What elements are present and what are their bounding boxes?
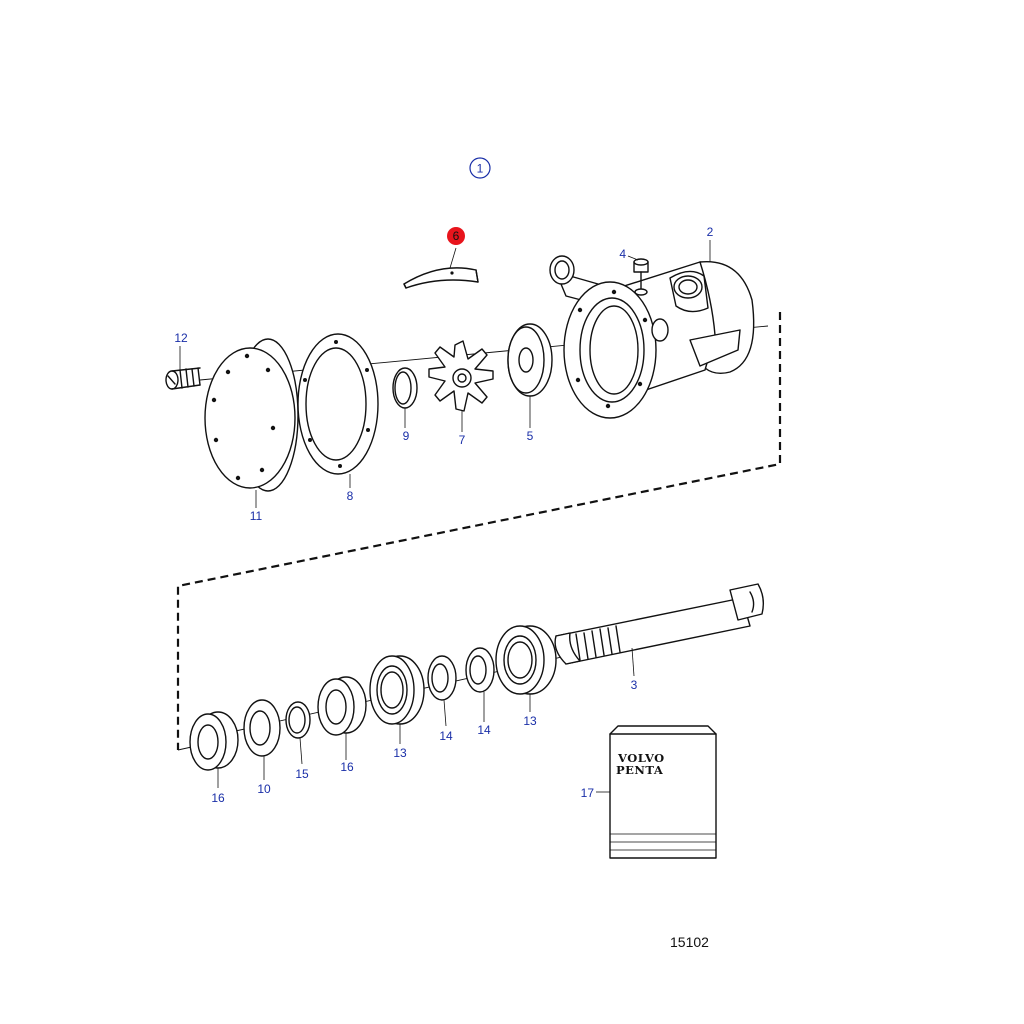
part-label: 4 [619,247,626,261]
ball-bearing [369,655,425,725]
spacer-ring [465,647,495,693]
group-marker-label: 1 [477,162,484,176]
kit-logo-line2: PENTA [616,763,664,777]
part-label: 11 [250,509,263,523]
screw [165,367,201,390]
part-label-highlighted: 6 [453,229,460,243]
drawing-number: 15102 [670,934,709,950]
circlip [285,701,311,739]
part-label: 8 [347,489,354,503]
part-label: 9 [403,429,410,443]
impeller [428,340,494,412]
part-label: 7 [459,433,466,447]
part-label: 13 [523,714,537,728]
assembly-connector-dashed [176,312,782,750]
wear-plate [507,323,553,397]
part-label: 14 [439,729,453,743]
cam-part [403,267,479,289]
highlight-marker [447,227,465,245]
leader-lines [179,240,711,793]
cover-plate [204,338,299,492]
pump-shaft [554,583,765,665]
part-label: 17 [581,786,595,800]
part-label: 13 [393,746,407,760]
part-label: 16 [340,760,354,774]
part-label: 10 [257,782,271,796]
part-label: 3 [631,678,638,692]
seal-ring [243,699,281,757]
spacer-ring [427,655,457,701]
part-label: 2 [707,225,714,239]
part-label: 14 [477,723,491,737]
kit-logo-line1: VOLVO [617,751,665,765]
kit-envelope: VOLVO PENTA [609,725,717,859]
part-label: 16 [211,791,225,805]
plug-screw [633,258,649,296]
part-label: 15 [295,767,309,781]
shaft-seal [189,711,239,771]
group-marker: 1 [469,157,491,179]
gasket [297,333,379,475]
part-label: 5 [527,429,534,443]
part-labels: 2 4 6 12 11 8 9 7 5 3 16 10 15 16 13 14 … [174,225,713,805]
pump-housing [549,255,755,419]
shaft-seal [317,676,367,736]
ball-bearing [495,625,557,695]
part-label: 12 [174,331,188,345]
o-ring [392,367,418,409]
